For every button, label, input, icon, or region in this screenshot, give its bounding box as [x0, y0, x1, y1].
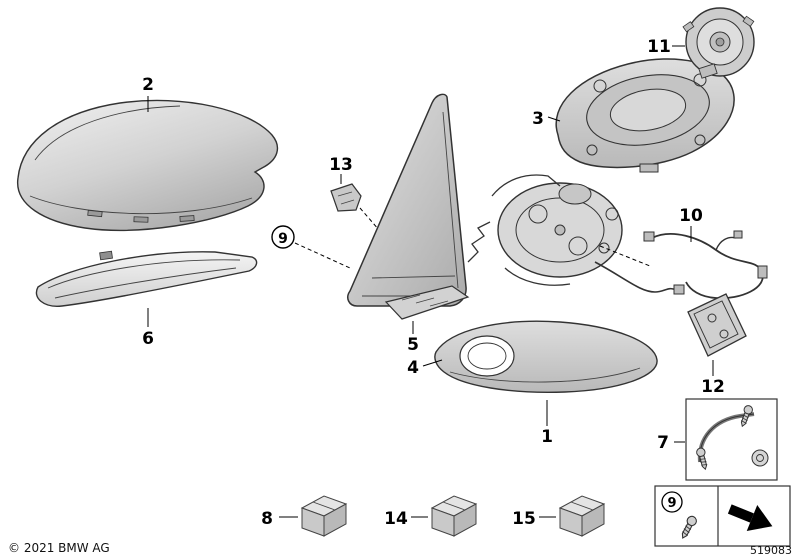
glass-carrier-assembly [467, 174, 685, 295]
circled-callout-9: 9 [271, 225, 295, 249]
callout-14: 14 [384, 509, 408, 529]
callout-3: 3 [532, 109, 544, 129]
packet-8 [301, 495, 347, 537]
callout-8: 8 [261, 509, 273, 529]
slotted-bracket-part [384, 285, 470, 320]
lower-housing-trim-part [434, 320, 658, 393]
housing-shell-part [555, 58, 735, 173]
callout-12: 12 [701, 377, 725, 397]
mirror-cap-part [17, 99, 279, 231]
leader-4 [422, 359, 443, 367]
leader-3 [547, 116, 561, 122]
diagram-number: 519083 [750, 544, 792, 557]
mirror-actuator-part [682, 7, 755, 79]
dashed-leader-13 [359, 207, 393, 246]
callout-10: 10 [679, 206, 703, 226]
packet-14 [431, 495, 477, 537]
clip-part [330, 183, 362, 212]
callout-13: 13 [329, 155, 353, 175]
legend-callout-9: 9 [667, 496, 676, 511]
copyright-text: © 2021 BMW AG [8, 541, 110, 555]
legend-box: 9 [654, 485, 791, 547]
callout-7: 7 [657, 433, 669, 453]
callout-5: 5 [407, 335, 419, 355]
turn-signal-lamp-part [35, 250, 258, 307]
control-module-part [687, 293, 747, 357]
callout-2: 2 [142, 75, 154, 95]
callout-1: 1 [541, 427, 553, 447]
dashed-link-harness [599, 245, 651, 267]
bracket-box [685, 398, 778, 481]
callout-9: 9 [278, 231, 288, 247]
callout-6: 6 [142, 329, 154, 349]
wiring-harness-part [643, 230, 768, 300]
packet-15 [559, 495, 605, 537]
dashed-leader-9 [294, 242, 351, 269]
callout-4: 4 [407, 358, 419, 378]
callout-15: 15 [512, 509, 536, 529]
callout-11: 11 [647, 37, 671, 57]
mirror-base-plate [347, 93, 467, 307]
continuation-arrow-icon [727, 504, 773, 531]
